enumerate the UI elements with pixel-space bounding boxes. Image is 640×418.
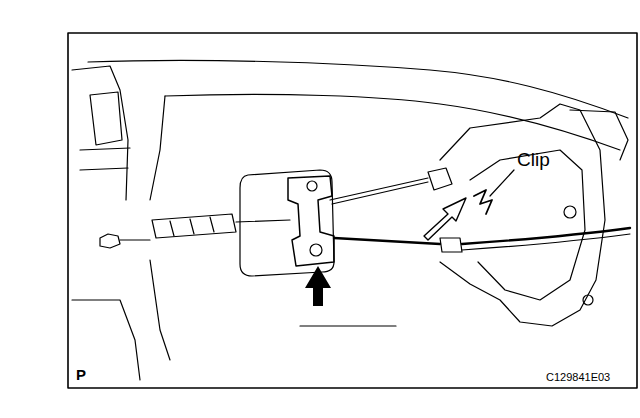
figure-code: C129841E03 [546, 372, 610, 383]
rule-mark [300, 325, 396, 326]
exhaust-part [72, 66, 140, 380]
leader-line [490, 170, 514, 196]
figure-frame [68, 33, 637, 388]
equalizer [288, 176, 334, 266]
body-panel-edge [88, 60, 628, 118]
direction-arrow [305, 266, 331, 306]
brake-cable [334, 238, 440, 244]
turnbuckle [152, 214, 236, 238]
exhaust-part [80, 148, 130, 170]
cable-end [428, 168, 452, 190]
equalizer-hole [310, 244, 322, 256]
equalizer-hole [307, 181, 317, 191]
backing-plate [570, 110, 628, 160]
rod [236, 220, 290, 222]
brake-cable [462, 234, 630, 250]
body-panel-edge [165, 94, 620, 150]
brake-cable [332, 182, 428, 204]
bolt-hole [564, 206, 576, 218]
turnbuckle [170, 217, 214, 236]
view-letter: P [76, 367, 86, 382]
bolt-hole [583, 295, 593, 305]
cable-end [440, 238, 462, 252]
rod [120, 239, 150, 240]
brake-cable [462, 228, 630, 244]
cover-plate [240, 170, 334, 276]
body-panel-edge [150, 96, 170, 360]
part-label: Clip [517, 150, 550, 169]
brake-cable [330, 178, 428, 200]
bolt [100, 234, 120, 248]
backing-plate [470, 150, 585, 300]
backing-plate [440, 104, 605, 326]
clip [474, 190, 492, 214]
direction-arrow [424, 198, 466, 240]
exhaust-part [90, 92, 122, 145]
